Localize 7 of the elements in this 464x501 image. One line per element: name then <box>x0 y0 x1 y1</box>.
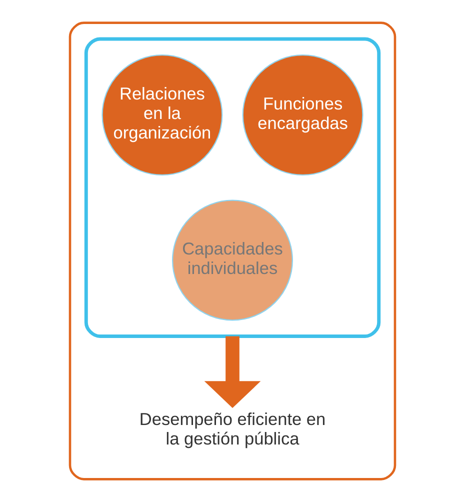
cluster <box>84 36 380 338</box>
node-circle: Relaciones en la organización <box>101 54 222 176</box>
node-circle: Funciones encargadas <box>242 54 363 176</box>
arrow <box>204 336 260 408</box>
node-circle: Capacidades individuales <box>172 199 292 320</box>
node-text: Desempeño eficiente en la gestión pública <box>138 408 326 448</box>
cluster <box>68 21 396 480</box>
